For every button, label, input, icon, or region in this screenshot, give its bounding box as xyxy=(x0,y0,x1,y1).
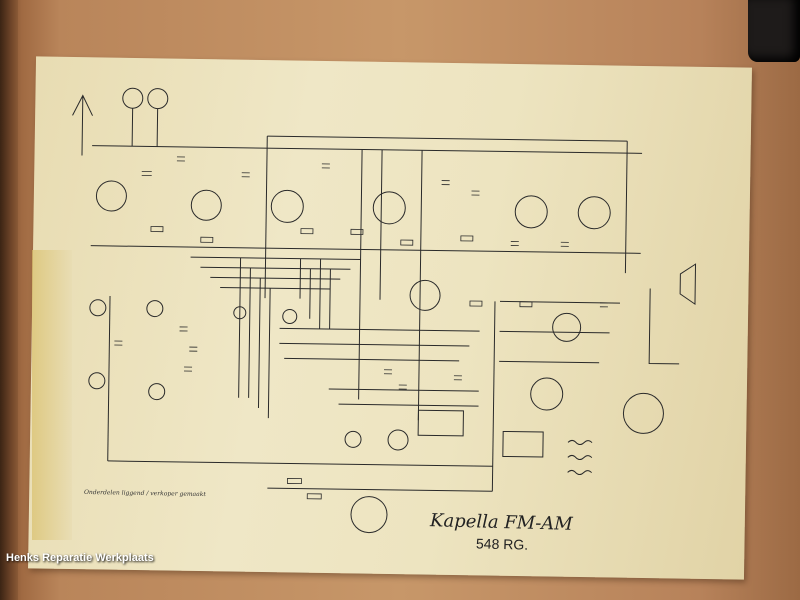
switch-wafer-5 xyxy=(233,306,247,320)
switch-wafer-4 xyxy=(148,383,166,401)
tube-7 xyxy=(577,196,611,230)
paper-stain xyxy=(32,250,72,540)
watermark-text: Henks Reparatie Werkplaats xyxy=(6,552,154,564)
switch-wafer-6 xyxy=(282,308,298,324)
brand-title: Kapella FM-AM xyxy=(429,510,574,535)
tube-3 xyxy=(270,189,304,223)
model-number: 548 RG. xyxy=(475,535,529,553)
tube-5 xyxy=(409,279,441,311)
dipole-loop-left xyxy=(122,87,144,109)
cabinet-edge xyxy=(0,0,18,600)
tube-6 xyxy=(514,195,548,229)
power-connector xyxy=(350,496,388,534)
black-knob xyxy=(748,0,800,62)
switch-wafer-7 xyxy=(387,429,409,451)
tube-2 xyxy=(190,189,222,221)
dipole-loop-right xyxy=(147,88,169,110)
tube-8 xyxy=(552,312,582,342)
tube-4 xyxy=(372,191,406,225)
antenna-symbol xyxy=(72,94,93,156)
switch-wafer-1 xyxy=(89,299,107,317)
switch-wafer-8 xyxy=(344,430,362,448)
tube-1 xyxy=(95,180,127,212)
tuning-eye xyxy=(622,392,664,434)
rectifier-socket xyxy=(530,377,564,411)
speaker-symbol xyxy=(679,263,697,306)
switch-wafer-2 xyxy=(146,300,164,318)
switch-wafer-3 xyxy=(88,372,106,390)
